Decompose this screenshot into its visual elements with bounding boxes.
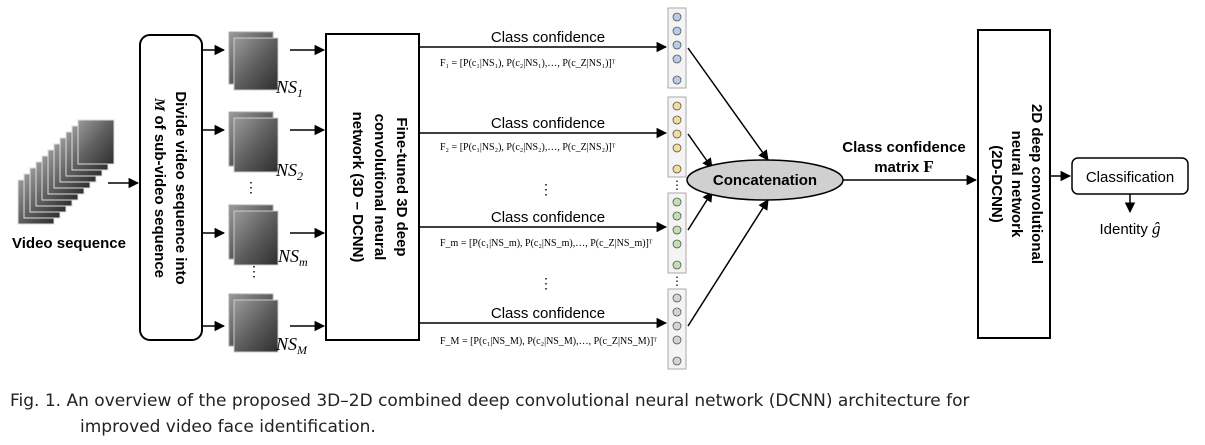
dcnn3d-line3: network (3D – DCNN) [349,112,366,263]
vector-fM-node [672,335,682,345]
ns1-label: NS1 [275,77,303,100]
divide-box-rest: of sub-video sequence [151,111,168,278]
vector-fM-node [672,307,682,317]
dcnn2d-line3: (2D-DCNN) [988,145,1005,223]
vector-fm-node [672,197,682,207]
dcnn2d-line2: neural network [1008,131,1025,238]
arrow-fM-to-concat [687,199,769,327]
sub-sequence-nsm [228,204,279,266]
divide-box-line1: Divide video sequence into [172,91,189,284]
branch1-formula: F₁ = [P(c₁|NS₁), P(c₂|NS₁),…, P(c_Z|NS₁)… [440,58,616,69]
video-sequence-stack [17,119,115,225]
video-sequence-label: Video sequence [12,235,126,252]
branch1-title: Class confidence [491,29,605,46]
vector-fm-node [672,260,682,270]
vector-f2-node [672,143,682,153]
vector-f2-node [672,101,682,111]
vector-fM-node [672,293,682,303]
classification-label: Classification [1086,169,1174,186]
vector-fm-node [672,225,682,235]
vector-f1-node [672,54,682,64]
arrow-f2-to-concat [687,133,713,169]
concatenation-label: Concatenation [713,172,817,189]
branch3-formula: F_m = [P(c₁|NS_m), P(c₂|NS_m),…, P(c_Z|N… [440,238,653,249]
sub-sequence-ns1 [228,31,279,91]
dcnn2d-line1: 2D deep convolutional [1028,104,1045,264]
dcnn3d-line1: Fine-tuned 3D deep [393,117,410,256]
dcnn2d-box [977,29,1051,339]
vector-fM [667,288,687,370]
dots-branch-2: ⋮ [539,275,553,291]
dots-vector-2: ⋮ [671,274,683,288]
vector-f1 [667,7,687,89]
sub-sequence-ns2 [228,111,279,173]
vector-f2-node [672,129,682,139]
dots-vector: ⋮ [671,178,683,192]
matrix-symbol: F [923,157,933,176]
nsm-label: NSm [277,246,308,269]
vector-f1-node [672,75,682,85]
identity-label: Identity ĝ [1099,219,1160,238]
vector-f1-node [672,12,682,22]
caption-line2: improved video face identification. [80,417,376,437]
branch2-title: Class confidence [491,115,605,132]
arrow-fm-to-concat [687,191,713,231]
dcnn3d-line2: convolutional neural [371,114,388,261]
divide-box-line2: M of sub-video sequence [151,97,168,278]
branch3-title: Class confidence [491,209,605,226]
branch4-formula: F_M = [P(c₁|NS_M), P(c₂|NS_M),…, P(c_Z|N… [440,336,657,347]
divide-box-var: M [151,97,167,112]
ns2-label: NS2 [275,160,303,183]
dcnn3d-box [325,33,420,341]
sub-sequence-nsM [228,293,279,353]
architecture-diagram: Video sequence Divide video sequence int… [12,7,1189,370]
vector-f1-node [672,26,682,36]
identity-symbol: ĝ [1152,219,1161,238]
vector-fm-node [672,211,682,221]
matrix-label-line2: matrix F [874,157,934,176]
arrow-f1-to-concat [687,47,769,161]
vector-fM-node [672,356,682,366]
figure-caption: Fig. 1. An overview of the proposed 3D–2… [10,388,1200,440]
vector-fm-node [672,239,682,249]
dots-ns-2: ⋮ [247,263,261,279]
dots-branch-1: ⋮ [539,181,553,197]
vector-f2-node [672,115,682,125]
vector-fM-node [672,321,682,331]
dots-ns-1: ⋮ [244,179,258,195]
nsM-label: NSM [275,334,308,357]
caption-line1: Fig. 1. An overview of the proposed 3D–2… [10,391,970,411]
vector-f2 [667,96,687,178]
vector-f2-node [672,164,682,174]
divide-video-box [139,34,203,341]
vector-fm [667,192,687,274]
vector-f1-node [672,40,682,50]
branch4-title: Class confidence [491,305,605,322]
matrix-label-line1: Class confidence [842,139,965,156]
branch2-formula: F₂ = [P(c₁|NS₂), P(c₂|NS₂),…, P(c_Z|NS₂)… [440,142,616,153]
